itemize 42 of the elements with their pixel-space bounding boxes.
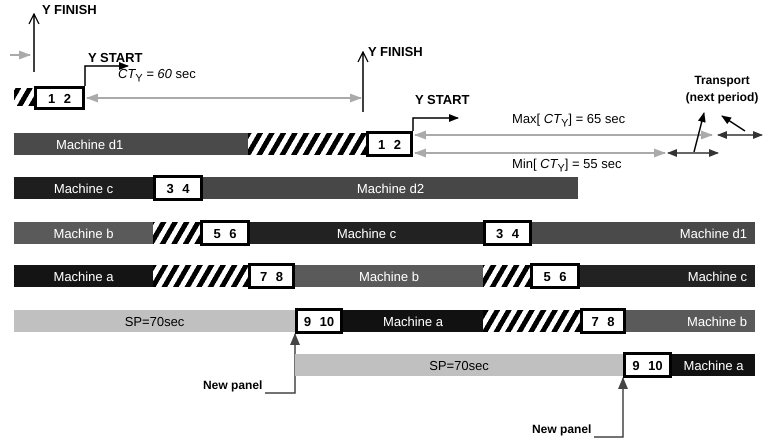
hatched-bar <box>153 265 248 287</box>
machine-bar: Machine b <box>295 265 483 287</box>
number-box: 7 8 <box>248 263 295 289</box>
number-box: 9 10 <box>295 308 343 334</box>
leader-line <box>594 377 628 438</box>
hatched-bar <box>14 88 34 106</box>
note-text: Transport (next period) <box>684 72 760 106</box>
dimension-label: Min[ CT$_{Y}$] = 55 sec <box>512 156 622 175</box>
number-box: 9 10 <box>623 352 672 378</box>
number-box: 3 4 <box>483 220 532 246</box>
machine-bar: Machine d1 <box>14 133 248 155</box>
dimension-label: Max[ CT$_{Y}$] = 65 sec <box>512 111 626 130</box>
annotation-text: New panel <box>532 420 594 438</box>
hatched-bar <box>153 222 200 244</box>
number-box: 3 4 <box>153 175 203 201</box>
machine-bar: Machine c <box>580 265 755 287</box>
machine-bar: Machine d1 <box>532 222 755 244</box>
machine-bar: Machine b <box>626 310 755 332</box>
marker-label: Y START <box>88 50 142 65</box>
marker-label: Y START <box>415 92 470 107</box>
number-box: 7 8 <box>580 308 626 334</box>
hatched-bar <box>248 133 366 155</box>
leader-line <box>265 333 300 394</box>
machine-bar: Machine b <box>14 222 153 244</box>
number-box: 5 6 <box>530 263 580 289</box>
machine-bar: Machine a <box>14 265 153 287</box>
hatched-bar <box>483 310 580 332</box>
marker-label: Y FINISH <box>368 44 423 59</box>
machine-bar: Machine c <box>250 222 483 244</box>
number-box: 1 2 <box>366 131 413 157</box>
dimension-label: CT$_{Y}$ = 60 sec <box>118 66 196 85</box>
machine-bar: Machine c <box>14 177 153 199</box>
number-box: 1 2 <box>34 86 85 110</box>
setup-bar: SP=70sec <box>295 354 623 376</box>
machine-bar: Machine a <box>672 354 755 376</box>
number-box: 5 6 <box>200 220 250 246</box>
annotation-text: New panel <box>203 376 265 394</box>
machine-bar: Machine d2 <box>203 177 578 199</box>
hatched-bar <box>483 265 530 287</box>
setup-bar: SP=70sec <box>14 310 295 332</box>
machine-bar: Machine a <box>343 310 483 332</box>
marker-label: Y FINISH <box>42 2 97 17</box>
